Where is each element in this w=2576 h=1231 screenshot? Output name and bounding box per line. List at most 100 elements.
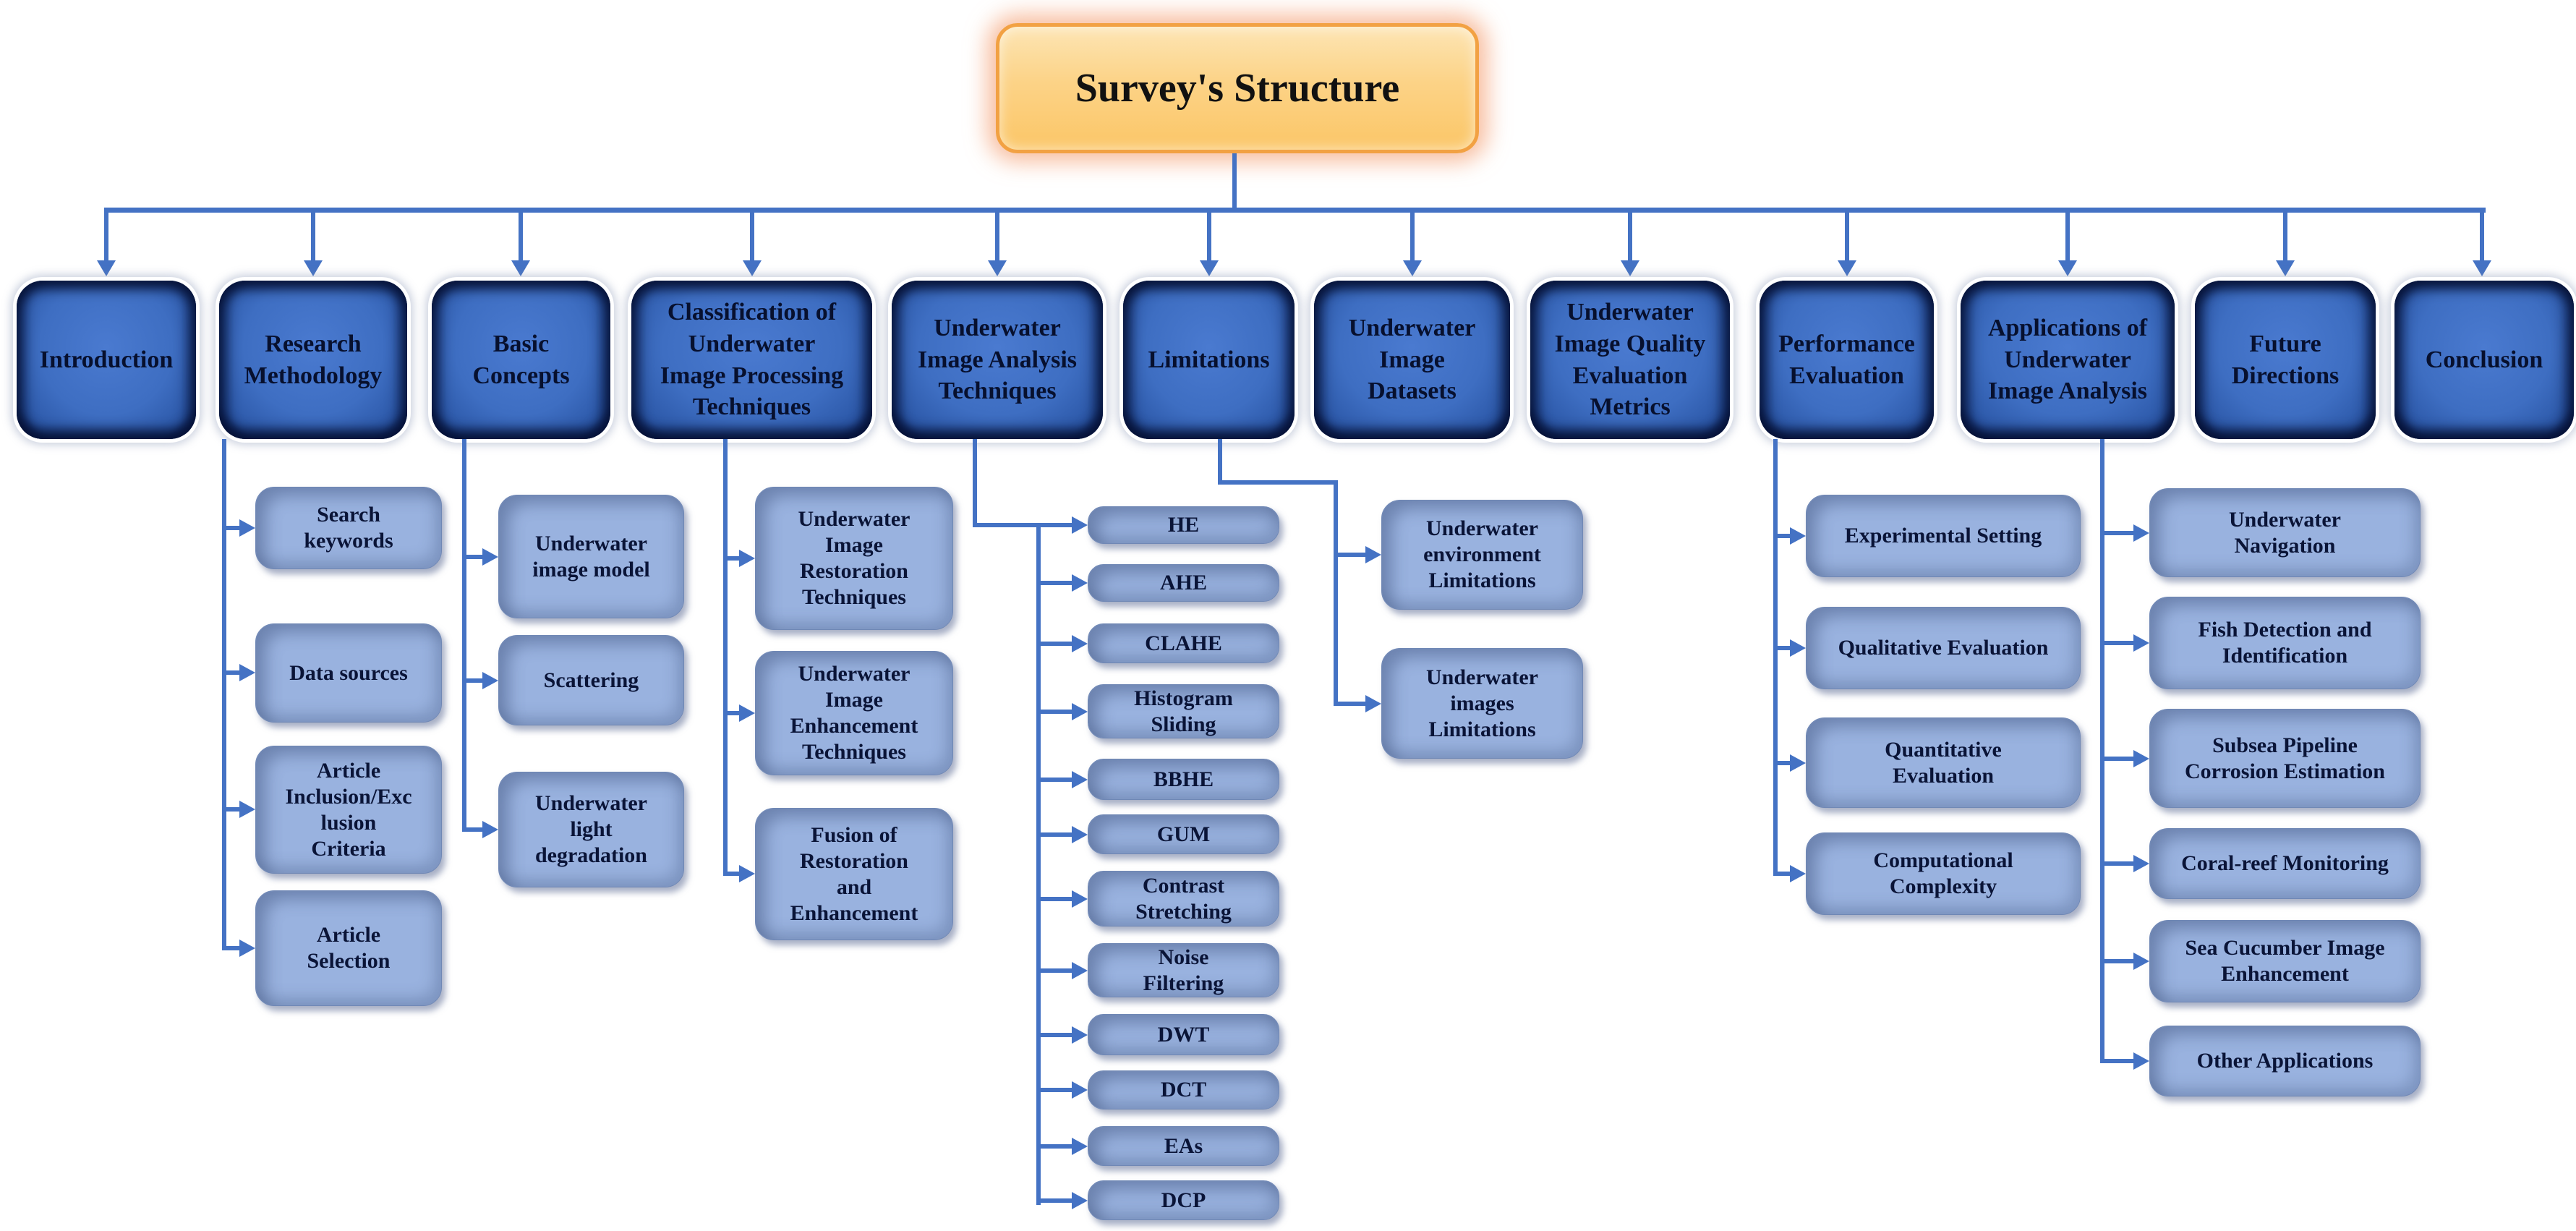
right-arrow-icon — [1790, 754, 1806, 772]
node-bbhe: BBHE — [1088, 759, 1279, 800]
node-eas: EAs — [1088, 1126, 1279, 1166]
down-arrow-icon — [1838, 260, 1856, 276]
connector-branch — [222, 807, 241, 812]
connector-branch — [222, 526, 241, 530]
node-performance-evaluation: Performance Evaluation — [1760, 281, 1934, 439]
node-underwater-image-model: Underwater image model — [498, 495, 684, 618]
node-dct: DCT — [1088, 1070, 1279, 1109]
node-underwater-light-degradation: Underwater light degradation — [498, 772, 684, 887]
right-arrow-icon — [1072, 1192, 1088, 1209]
down-arrow-icon — [743, 260, 762, 276]
connector-branch — [1036, 1144, 1072, 1149]
node-applications: Applications of Underwater Image Analysi… — [1961, 281, 2175, 439]
down-arrow-icon — [1403, 260, 1422, 276]
connector-branch — [1036, 832, 1072, 837]
connector-trunk — [1773, 439, 1778, 876]
node-underwater-image-restoration-techniques: Underwater Image Restoration Techniques — [755, 487, 953, 630]
down-arrow-icon — [1200, 260, 1219, 276]
right-arrow-icon — [2133, 634, 2149, 652]
connector-branch — [1773, 534, 1790, 538]
right-arrow-icon — [239, 801, 255, 818]
node-underwater-images-limitations: Underwater images Limitations — [1381, 648, 1583, 759]
connector-branch — [1036, 1088, 1072, 1092]
node-research-methodology: Research Methodology — [219, 281, 407, 439]
down-arrow-icon — [2058, 260, 2077, 276]
connector-drop — [2480, 213, 2484, 262]
connector-drop — [519, 213, 523, 262]
connector-branch — [1036, 710, 1072, 714]
connector-branch — [2100, 531, 2133, 535]
node-he: HE — [1088, 506, 1279, 544]
right-arrow-icon — [2133, 750, 2149, 767]
connector-branch — [973, 523, 1072, 527]
connector-branch — [723, 711, 741, 715]
connector-drop — [2065, 213, 2070, 262]
connector-branch — [462, 555, 482, 559]
connector-branch — [1036, 1033, 1072, 1037]
node-conclusion: Conclusion — [2394, 281, 2574, 439]
right-arrow-icon — [239, 664, 255, 681]
node-coral-reef-monitoring: Coral-reef Monitoring — [2149, 828, 2421, 899]
node-limitations: Limitations — [1123, 281, 1295, 439]
node-fish-detection-and-identification: Fish Detection and Identification — [2149, 597, 2421, 689]
connector-drop — [2283, 213, 2287, 262]
node-future-directions: Future Directions — [2195, 281, 2376, 439]
node-underwater-image-quality-evaluation-metrics: Underwater Image Quality Evaluation Metr… — [1530, 281, 1730, 439]
node-clahe: CLAHE — [1088, 623, 1279, 663]
connector-trunk — [1334, 480, 1338, 706]
node-fusion-of-restoration-and-enhancement: Fusion of Restoration and Enhancement — [755, 808, 953, 940]
connector-branch — [2100, 641, 2133, 645]
right-arrow-icon — [2133, 1052, 2149, 1070]
connector-branch — [2100, 757, 2133, 761]
right-arrow-icon — [1072, 890, 1088, 908]
right-arrow-icon — [2133, 524, 2149, 542]
right-arrow-icon — [1072, 1138, 1088, 1155]
connector-trunk — [222, 439, 226, 950]
right-arrow-icon — [1072, 703, 1088, 720]
connector-drop — [750, 213, 754, 262]
right-arrow-icon — [1072, 962, 1088, 979]
connector-branch — [1773, 872, 1790, 876]
node-dwt: DWT — [1088, 1014, 1279, 1055]
down-arrow-icon — [304, 260, 323, 276]
connector-drop — [1410, 213, 1415, 262]
down-arrow-icon — [988, 260, 1007, 276]
right-arrow-icon — [1072, 1081, 1088, 1099]
node-gum: GUM — [1088, 814, 1279, 854]
node-classification: Classification of Underwater Image Proce… — [631, 281, 872, 439]
node-search-keywords: Search keywords — [255, 487, 442, 569]
right-arrow-icon — [1072, 1026, 1088, 1044]
node-sea-cucumber-image-enhancement: Sea Cucumber Image Enhancement — [2149, 920, 2421, 1002]
connector-drop — [1845, 213, 1849, 262]
connector-drop — [311, 213, 315, 262]
down-arrow-icon — [97, 260, 116, 276]
node-experimental-setting: Experimental Setting — [1806, 495, 2081, 577]
title-box: Survey's Structure — [996, 23, 1479, 153]
connector-drop — [1628, 213, 1632, 262]
right-arrow-icon — [1790, 639, 1806, 657]
down-arrow-icon — [2276, 260, 2295, 276]
connector-branch — [1773, 646, 1790, 650]
right-arrow-icon — [482, 672, 498, 689]
right-arrow-icon — [239, 519, 255, 537]
node-underwater-image-enhancement-techniques: Underwater Image Enhancement Techniques — [755, 651, 953, 775]
connector-branch — [1334, 553, 1365, 557]
connector-drop — [104, 213, 108, 262]
connector-drop — [995, 213, 999, 262]
connector-branch — [462, 678, 482, 683]
connector-drop — [1207, 213, 1211, 262]
connector-branch — [462, 827, 482, 832]
right-arrow-icon — [1072, 574, 1088, 592]
connector-bus — [104, 208, 2486, 213]
right-arrow-icon — [739, 704, 755, 722]
right-arrow-icon — [482, 548, 498, 566]
right-arrow-icon — [1790, 865, 1806, 882]
node-subsea-pipeline-corrosion-estimation: Subsea Pipeline Corrosion Estimation — [2149, 709, 2421, 808]
right-arrow-icon — [739, 550, 755, 567]
connector-trunk — [2100, 439, 2104, 1063]
node-underwater-image-datasets: Underwater Image Datasets — [1314, 281, 1510, 439]
right-arrow-icon — [1072, 771, 1088, 788]
right-arrow-icon — [739, 865, 755, 882]
connector-trunk — [723, 439, 728, 876]
connector-branch — [1036, 642, 1072, 646]
